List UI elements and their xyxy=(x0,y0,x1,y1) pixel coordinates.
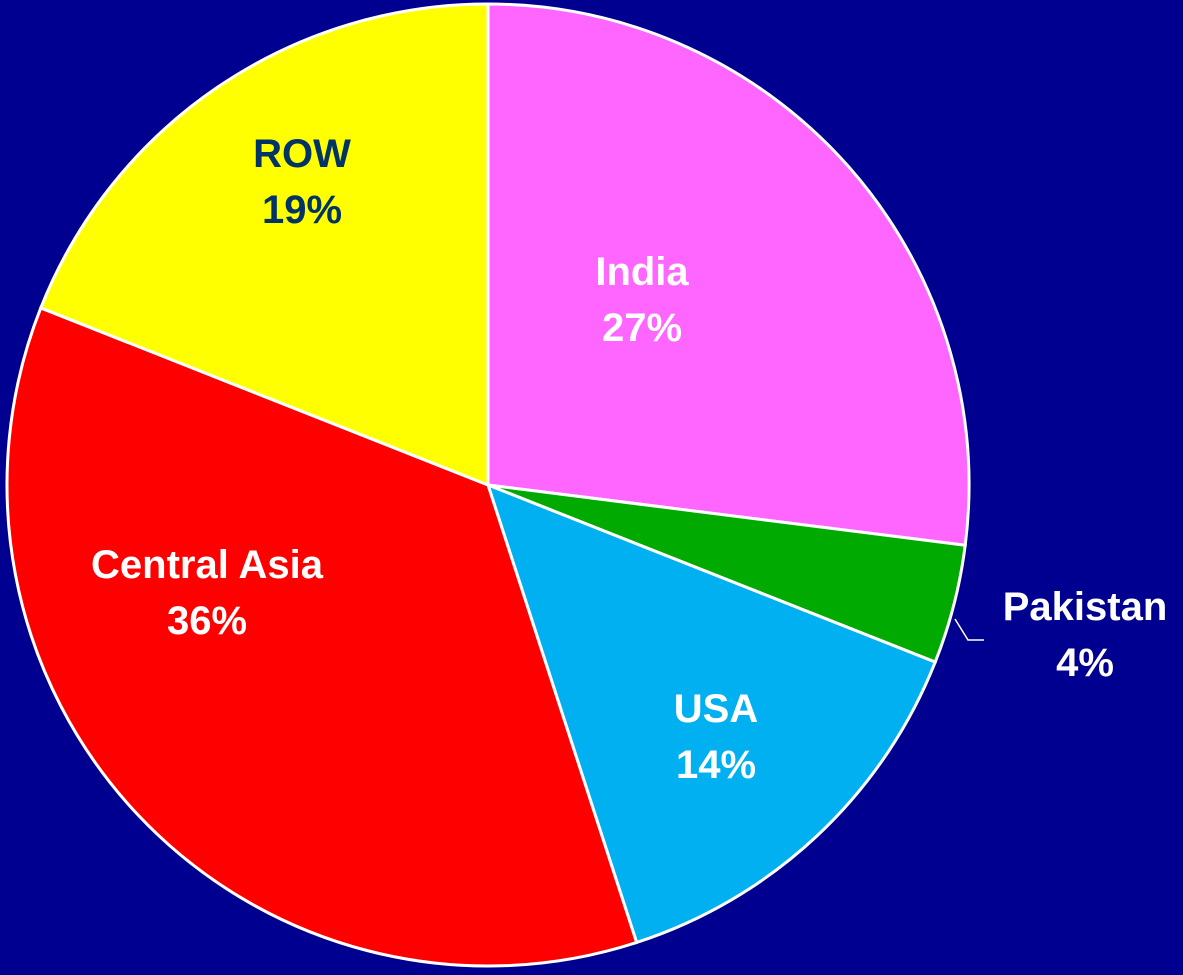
leader-line-pakistan xyxy=(954,618,984,641)
slice-label-row: ROW xyxy=(253,132,351,176)
slice-percent-row: 19% xyxy=(262,188,342,232)
slice-label-pakistan: Pakistan xyxy=(1003,585,1168,629)
slice-label-central-asia: Central Asia xyxy=(91,543,324,587)
slice-percent-usa: 14% xyxy=(676,743,756,787)
slice-percent-pakistan: 4% xyxy=(1056,641,1114,685)
slice-label-usa: USA xyxy=(674,687,758,731)
slice-percent-central-asia: 36% xyxy=(167,599,247,643)
slice-label-india: India xyxy=(595,250,689,294)
pie-slice-row xyxy=(38,2,490,488)
pie-slice-central-asia xyxy=(5,305,639,968)
slice-percent-india: 27% xyxy=(602,306,682,350)
pie-slice-india xyxy=(486,2,971,547)
